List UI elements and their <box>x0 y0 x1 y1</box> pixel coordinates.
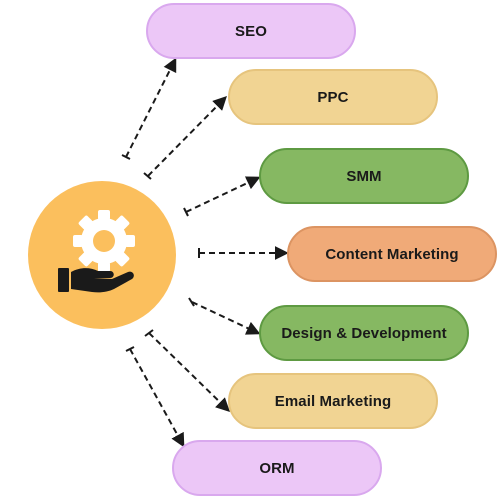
hub-circle <box>28 181 176 329</box>
service-label: PPC <box>317 88 349 106</box>
service-seo: SEO <box>146 3 356 59</box>
arrow-design-development <box>191 301 261 335</box>
arrow-orm <box>129 348 185 448</box>
service-email-marketing: Email Marketing <box>228 373 438 429</box>
service-ppc: PPC <box>228 69 438 125</box>
service-label: ORM <box>259 459 295 477</box>
service-label: Content Marketing <box>325 245 459 263</box>
service-orm: ORM <box>172 440 382 496</box>
service-content-marketing: Content Marketing <box>287 226 497 282</box>
service-label: Email Marketing <box>274 392 392 410</box>
arrow-ppc <box>147 96 227 177</box>
hand-gear-icon <box>58 210 135 293</box>
service-label: SEO <box>235 22 267 40</box>
arrow-email-marketing <box>148 332 231 412</box>
arrow-smm <box>185 176 261 213</box>
service-label: Design & Development <box>281 324 447 342</box>
service-label: SMM <box>346 167 382 185</box>
service-design-development: Design & Development <box>259 305 469 361</box>
arrow-seo <box>125 57 177 158</box>
service-smm: SMM <box>259 148 469 204</box>
